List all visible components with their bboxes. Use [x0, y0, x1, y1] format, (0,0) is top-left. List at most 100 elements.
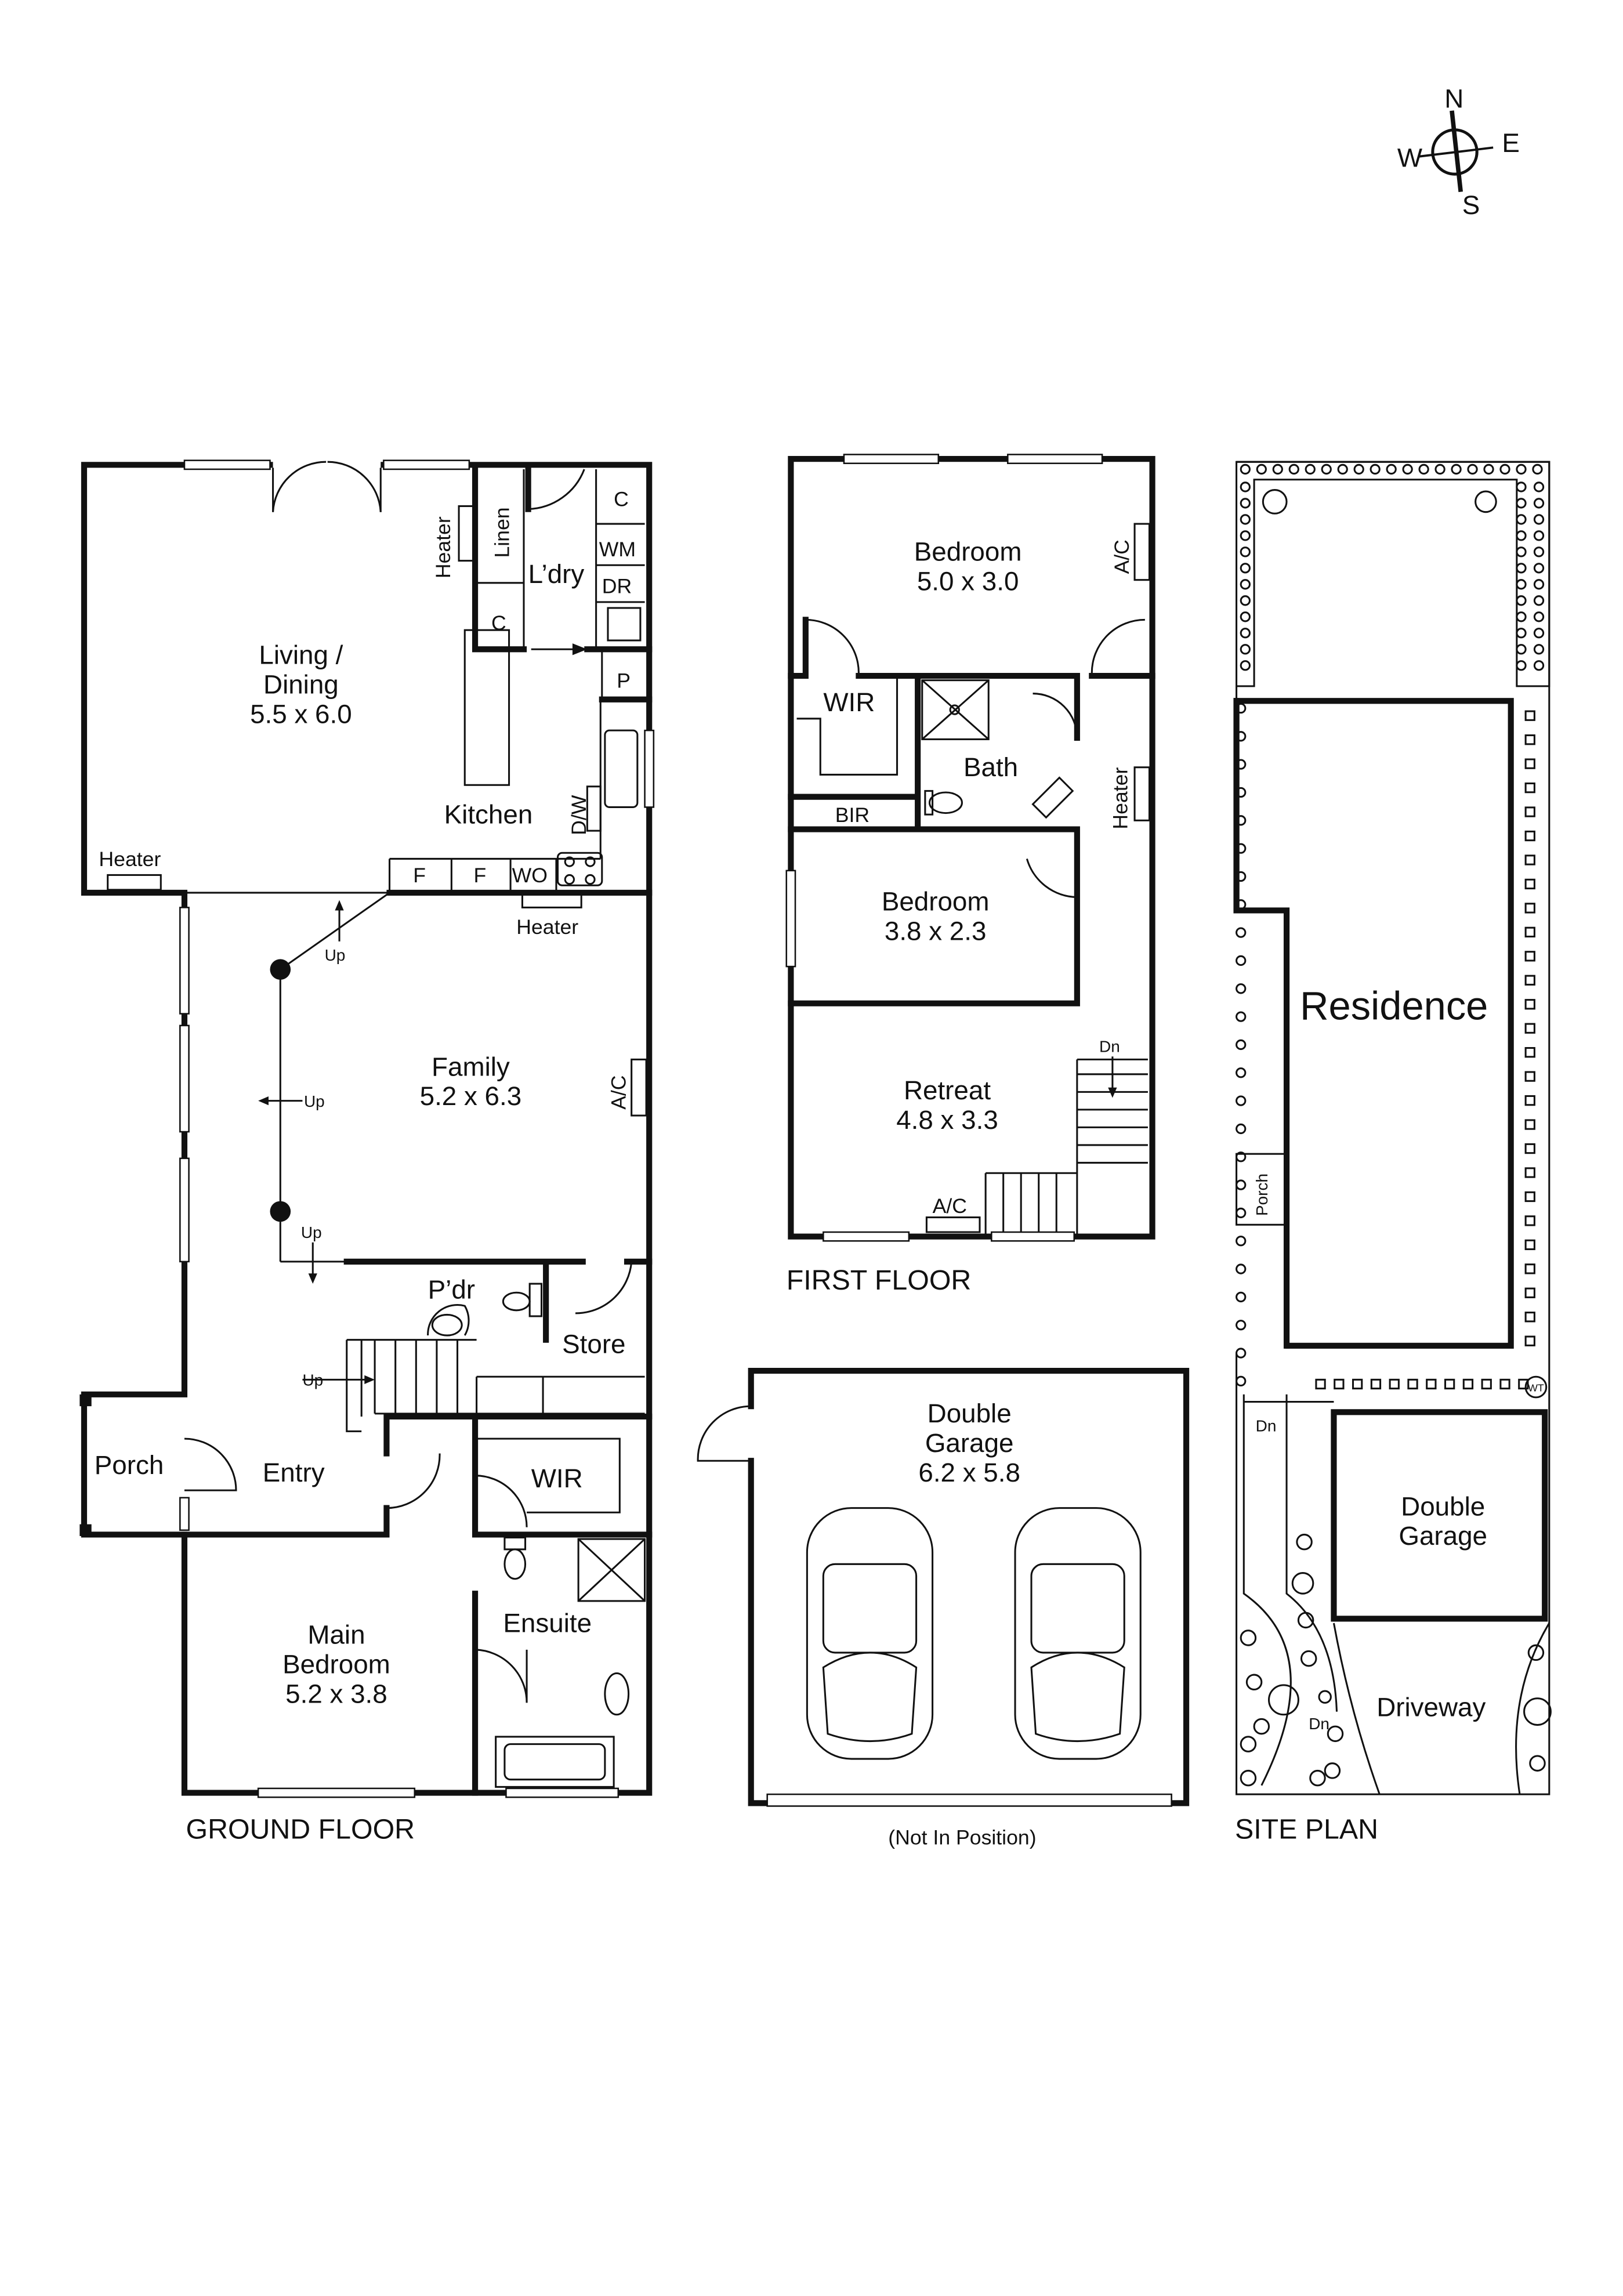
shrub-icon — [1516, 611, 1527, 622]
down-label: Dn — [1256, 1417, 1277, 1435]
compass-s: S — [1462, 190, 1480, 220]
shrub-icon — [1533, 514, 1545, 525]
shrub-icon — [1256, 463, 1267, 475]
shrub-icon — [1516, 579, 1527, 590]
fence-post — [1389, 1378, 1400, 1390]
fence-post — [1524, 1263, 1535, 1274]
shrub-icon — [1240, 644, 1251, 655]
wm-label: WM — [599, 538, 636, 561]
porch-label: Porch — [95, 1450, 164, 1480]
shrub-icon — [1533, 481, 1545, 492]
shrub-icon — [1418, 463, 1429, 475]
shrub-icon — [1240, 1629, 1257, 1646]
linen-label: Linen — [491, 507, 514, 557]
fence-post — [1524, 1023, 1535, 1034]
fence-post — [1524, 806, 1535, 817]
shrub-icon — [1516, 660, 1527, 671]
up-label: Up — [304, 1092, 325, 1110]
fence-post — [1524, 1071, 1535, 1082]
first-floor-title: FIRST FLOOR — [787, 1265, 972, 1296]
shrub-icon — [1240, 660, 1251, 671]
shrub-icon — [1240, 463, 1251, 475]
ground-floor-plan: Heater Linen C C L’dry WM DR P D/W Kitch… — [79, 459, 655, 1845]
shrub-icon — [1236, 1320, 1247, 1331]
dryer-label: DR — [602, 575, 632, 598]
up-label: Up — [301, 1223, 322, 1241]
shrub-icon — [1451, 463, 1462, 475]
fence-posts — [1315, 710, 1535, 1390]
fence-post — [1524, 854, 1535, 865]
shrub-icon — [1353, 463, 1364, 475]
shrub-icon — [1533, 660, 1545, 671]
fence-post — [1518, 1378, 1529, 1390]
ac-label: A/C — [933, 1194, 967, 1218]
fence-post — [1524, 878, 1535, 890]
shrub-icon — [1240, 546, 1251, 557]
shrub-icon — [1240, 595, 1251, 606]
up-label: Up — [325, 946, 346, 964]
fence-post — [1444, 1378, 1455, 1390]
up-label: Up — [302, 1371, 323, 1389]
shrub-icon — [1516, 546, 1527, 557]
fence-post — [1524, 1119, 1535, 1130]
shrub-icon — [1309, 1769, 1326, 1787]
shrub-icon — [1533, 611, 1545, 622]
fence-post — [1524, 1047, 1535, 1058]
shrub-icon — [1533, 628, 1545, 639]
fence-post — [1524, 1191, 1535, 1203]
fridge-label: F — [474, 864, 487, 887]
driveway-label: Driveway — [1376, 1692, 1486, 1722]
fence-post — [1334, 1378, 1345, 1390]
shrub-icon — [1297, 1611, 1314, 1629]
shrub-icon — [1402, 463, 1413, 475]
fence-post — [1462, 1378, 1474, 1390]
shrub-icon — [1533, 579, 1545, 590]
svg-text:WT: WT — [1528, 1382, 1544, 1394]
fence-post — [1524, 1143, 1535, 1154]
shrub-icon — [1318, 1690, 1332, 1704]
fence-post — [1524, 975, 1535, 986]
bath-label: Bath — [963, 752, 1018, 782]
shrub-icon — [1516, 628, 1527, 639]
fence-post — [1524, 1095, 1535, 1106]
shrub-icon — [1236, 927, 1247, 938]
fence-post — [1524, 1335, 1535, 1346]
shrub-icon — [1240, 563, 1251, 574]
fence-post — [1524, 1312, 1535, 1323]
shrub-icon — [1529, 1755, 1546, 1772]
shrub-icon — [1240, 1769, 1257, 1787]
shrub-icon — [1527, 1644, 1545, 1661]
pantry-label: P — [617, 669, 631, 692]
cupboard-label: C — [491, 611, 506, 635]
ground-floor-title: GROUND FLOOR — [186, 1813, 415, 1845]
shrub-icon — [1236, 1151, 1247, 1163]
shrub-icon — [1516, 463, 1527, 475]
site-plan-title: SITE PLAN — [1235, 1813, 1378, 1845]
entry-label: Entry — [263, 1458, 325, 1487]
shrub-icon — [1236, 1039, 1247, 1051]
shrub-icon — [1236, 1291, 1247, 1303]
shrub-icon — [1533, 546, 1545, 557]
bir-label: BIR — [835, 803, 870, 827]
fence-post — [1524, 999, 1535, 1010]
shrub-icon — [1291, 1572, 1314, 1595]
shrub-icon — [1533, 563, 1545, 574]
fence-post — [1499, 1378, 1510, 1390]
shrub-icon — [1516, 644, 1527, 655]
shrub-icon — [1236, 1123, 1247, 1135]
car-icon — [806, 1507, 934, 1760]
fence-post — [1407, 1378, 1418, 1390]
shrub-icon — [1236, 1179, 1247, 1190]
shrub-icon — [1236, 1348, 1247, 1359]
shrub-icon — [1533, 498, 1545, 509]
compass-e: E — [1502, 128, 1520, 158]
shrub-icon — [1516, 498, 1527, 509]
shrub-icon — [1516, 563, 1527, 574]
